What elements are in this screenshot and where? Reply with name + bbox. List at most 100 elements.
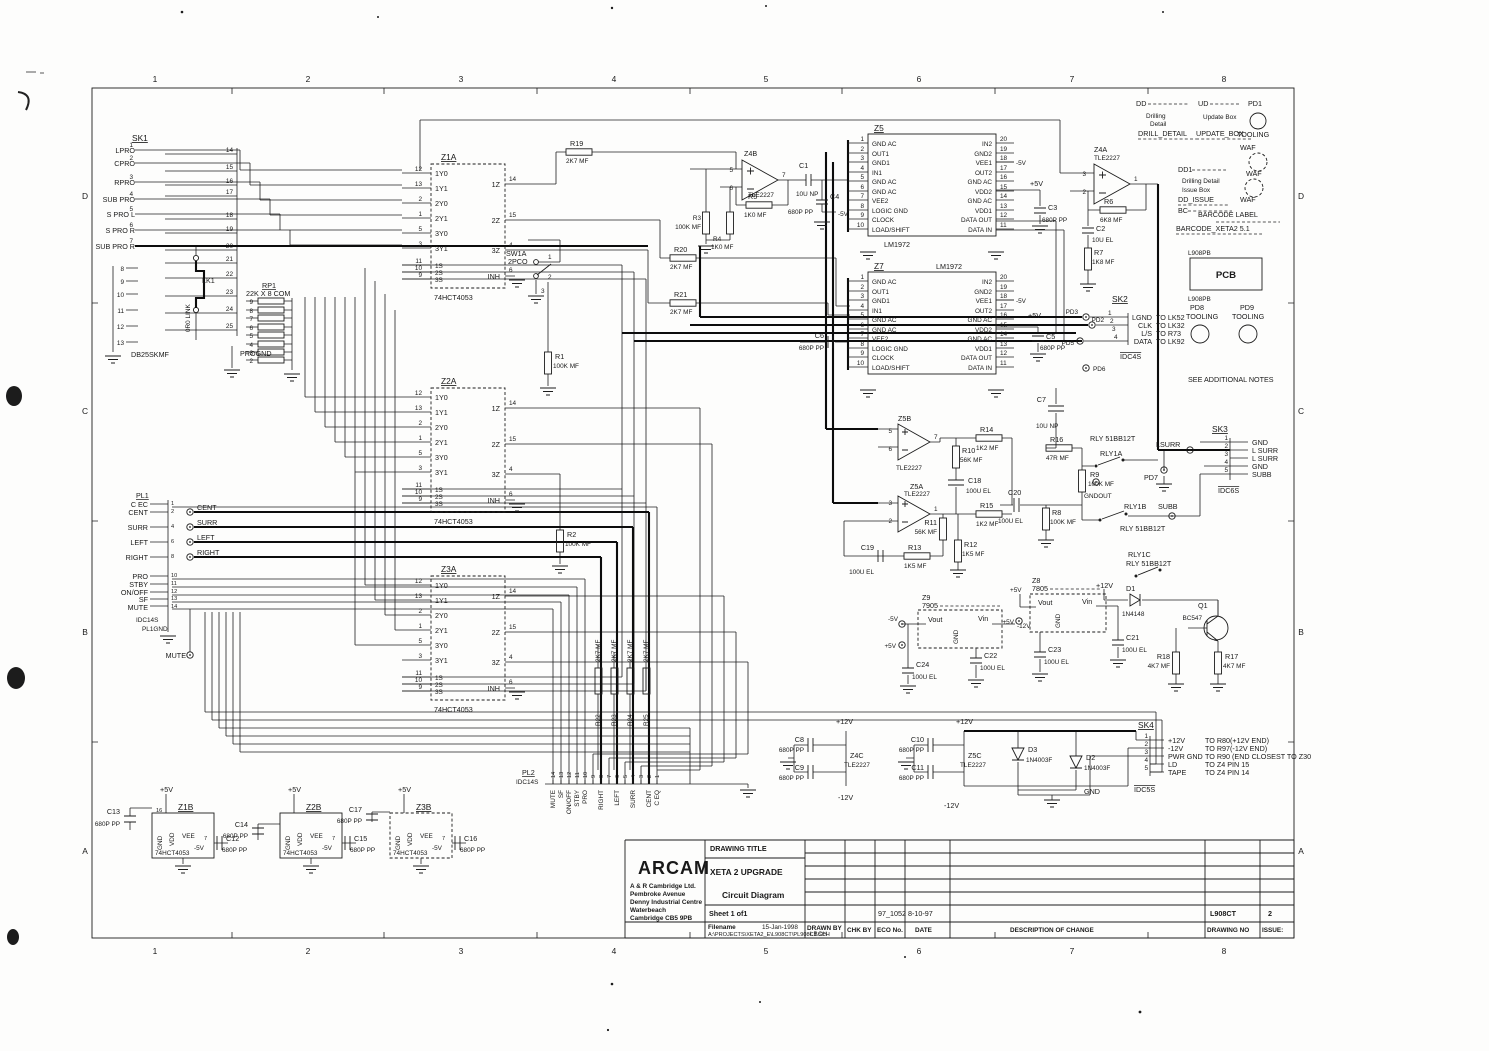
part: TLE2227	[844, 762, 870, 769]
pin-num: 3	[860, 155, 864, 162]
capacitor-c2: C2 10U EL	[1082, 224, 1114, 244]
pin-num: 3	[1224, 451, 1228, 458]
pin-num: 17	[1000, 165, 1008, 172]
value: 2K7 MF	[670, 264, 692, 271]
net-label: LSURR	[1156, 440, 1180, 449]
ref: C22	[984, 651, 997, 660]
pin: 1Y1	[435, 596, 448, 605]
pad-label: PD9	[1240, 303, 1254, 312]
pin: 3Y1	[435, 656, 448, 665]
pin-label: LEFT	[614, 790, 621, 806]
date-value: 8-10-97	[908, 909, 933, 918]
waf-label: WAF	[1240, 143, 1256, 152]
ref: C16	[464, 834, 477, 843]
resistor-r13: R13 1K5 MF	[903, 543, 931, 570]
resistor-r8: R8 100K MF	[1037, 507, 1076, 548]
part: 74HCT4053	[283, 850, 318, 857]
dest: TO LK32	[1156, 321, 1185, 330]
pd1-tooling: PD1 TOOLING	[1237, 99, 1270, 139]
pin: Vin	[1082, 597, 1092, 606]
filename-label: Filename	[708, 924, 736, 931]
grid-row: B	[82, 627, 88, 637]
value: 6K8 MF	[1100, 217, 1122, 224]
pad-label: PD6	[1093, 366, 1106, 373]
dd1-text: Drilling Detail	[1182, 178, 1220, 185]
ref: C13	[107, 807, 120, 816]
waf-label: WAF	[1246, 169, 1262, 178]
pin-num: 14	[171, 604, 177, 610]
pin-num: 19	[226, 226, 234, 233]
pin-num: 14	[509, 400, 517, 407]
pin-num: 11	[575, 772, 581, 778]
barcode-note: BARCODE LABEL BARCODE_XETA2 5.1	[1176, 210, 1280, 235]
grid-col: 8	[1222, 946, 1227, 956]
pin: GND	[395, 835, 402, 850]
tooling-label: TOOLING	[1232, 312, 1265, 321]
pin-num: 3	[1144, 749, 1148, 756]
ref: Z5A	[910, 482, 923, 491]
pin: 1Z	[492, 592, 501, 601]
signal: +12V	[1168, 736, 1185, 745]
value: 680P PP	[899, 775, 924, 782]
net--12v: -12V	[944, 801, 959, 810]
pin-num: 4	[1144, 757, 1148, 764]
pin-num: 12	[117, 324, 125, 331]
pin-num: 2	[647, 775, 653, 778]
pin-num: 19	[1000, 146, 1008, 153]
grid-col: 2	[306, 946, 311, 956]
pin-num: 2	[1144, 741, 1148, 748]
resistor-r19: R19 2K7 MF	[565, 139, 593, 165]
pin-num: 13	[559, 772, 565, 778]
pin: GND AC	[872, 179, 897, 186]
value: 2K7 MF	[670, 309, 692, 316]
pin-num: 12	[171, 589, 177, 595]
pin-num: 12	[415, 578, 423, 585]
pin-num: 2	[418, 196, 422, 203]
pin: VEE2	[872, 198, 889, 205]
ref: R3	[693, 215, 702, 222]
pin: GND AC	[967, 179, 992, 186]
signal: CENT	[128, 508, 148, 517]
pin-num: 4	[249, 342, 253, 349]
pin: 2Y0	[435, 611, 448, 620]
pin: IN1	[872, 170, 882, 177]
ref: RLY1B	[1124, 502, 1146, 511]
pin: 1Z	[492, 180, 501, 189]
signal: SUB PRO R	[95, 242, 135, 251]
testpad-label: RIGHT	[197, 548, 220, 557]
pin: VDD2	[975, 189, 992, 196]
ref: R13	[908, 543, 921, 552]
capacitor-c9: C9 680P PP	[779, 761, 814, 782]
testpad-label: MUTE	[166, 651, 187, 660]
capacitor-c8: C8 680P PP	[779, 735, 814, 754]
pin-num: 5	[129, 206, 133, 213]
pin-num: 15	[509, 624, 517, 631]
value: 100U EL	[980, 665, 1005, 672]
value: 100K MF	[1088, 481, 1114, 488]
value: 1K2 MF	[976, 521, 998, 528]
value: 1K5 MF	[904, 563, 926, 570]
pin-num: 3	[418, 241, 422, 248]
ref: C23	[1048, 645, 1061, 654]
pin: 2S	[435, 682, 443, 689]
pin: 2Y0	[435, 423, 448, 432]
pin: GND2	[974, 151, 992, 158]
wires	[112, 119, 1230, 800]
value: 56K MF	[960, 457, 982, 464]
ref: RP1	[262, 281, 276, 290]
pin-num: 7	[860, 331, 864, 338]
resistor-r15: R15 1K2 MF	[975, 501, 1003, 528]
pin-num: 5	[729, 167, 733, 174]
type: 2PCO	[508, 257, 528, 266]
pin-num: 5	[860, 312, 864, 319]
pin-num: 1	[934, 506, 938, 513]
pin-num: 9	[120, 279, 124, 286]
pin: 3S	[435, 689, 443, 696]
pin-num: 4	[1224, 459, 1228, 466]
pin-num: 6	[129, 222, 133, 229]
pin: 1Y0	[435, 581, 448, 590]
ref: C15	[354, 834, 367, 843]
dest: TO Z4 PIN 14	[1205, 768, 1249, 777]
